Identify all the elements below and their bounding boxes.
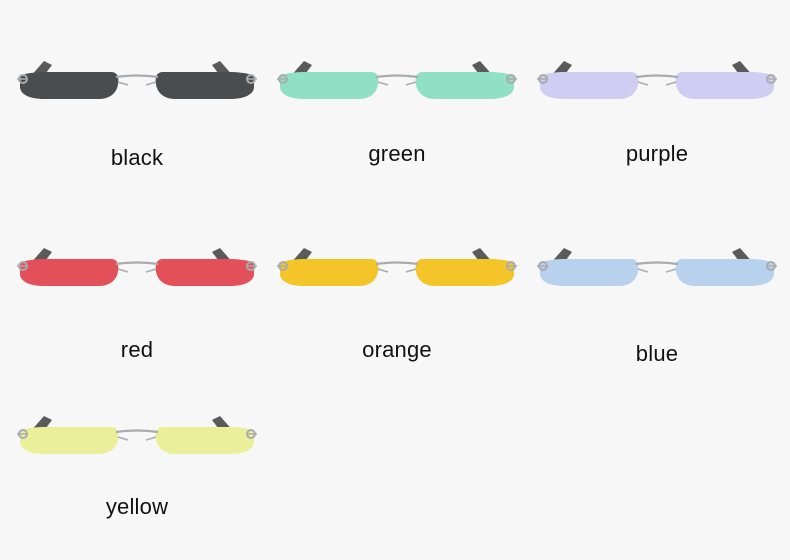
product-purple: purple [532,55,782,205]
right-lens [415,259,514,286]
sunglasses-black [17,61,257,99]
sunglasses-orange [277,248,517,286]
sunglasses-blue [537,248,777,286]
left-lens [280,259,379,286]
nose-pads [117,268,157,273]
right-lens [155,259,254,286]
product-orange: orange [272,242,522,392]
color-label: red [120,337,154,362]
right-lens [675,72,774,99]
color-label: blue [635,341,679,366]
nose-pads [377,81,417,86]
product-red: red [12,242,262,392]
sunglasses-yellow [17,416,257,454]
left-lens [20,259,119,286]
left-lens [20,72,119,99]
color-label: black [110,145,164,170]
product-green: green [272,55,522,205]
bridge [635,74,679,79]
sunglasses-green [277,61,517,99]
product-blue: blue [532,242,782,392]
bridge [375,74,419,79]
right-lens [675,259,774,286]
color-label: yellow [105,494,169,519]
bridge [635,261,679,266]
left-lens [20,427,119,454]
bridge [115,74,159,79]
color-label: green [368,141,426,166]
nose-pads [637,268,677,273]
product-black: black [12,55,262,205]
right-lens [155,427,254,454]
bridge [115,261,159,266]
left-lens [280,72,379,99]
nose-pads [117,436,157,441]
color-label: purple [625,141,689,166]
sunglasses-purple [537,61,777,99]
nose-pads [637,81,677,86]
right-lens [415,72,514,99]
sunglasses-red [17,248,257,286]
right-lens [155,72,254,99]
color-label: orange [362,337,432,362]
bridge [115,429,159,434]
left-lens [540,72,639,99]
nose-pads [377,268,417,273]
nose-pads [117,81,157,86]
bridge [375,261,419,266]
product-yellow: yellow [12,410,262,560]
left-lens [540,259,639,286]
